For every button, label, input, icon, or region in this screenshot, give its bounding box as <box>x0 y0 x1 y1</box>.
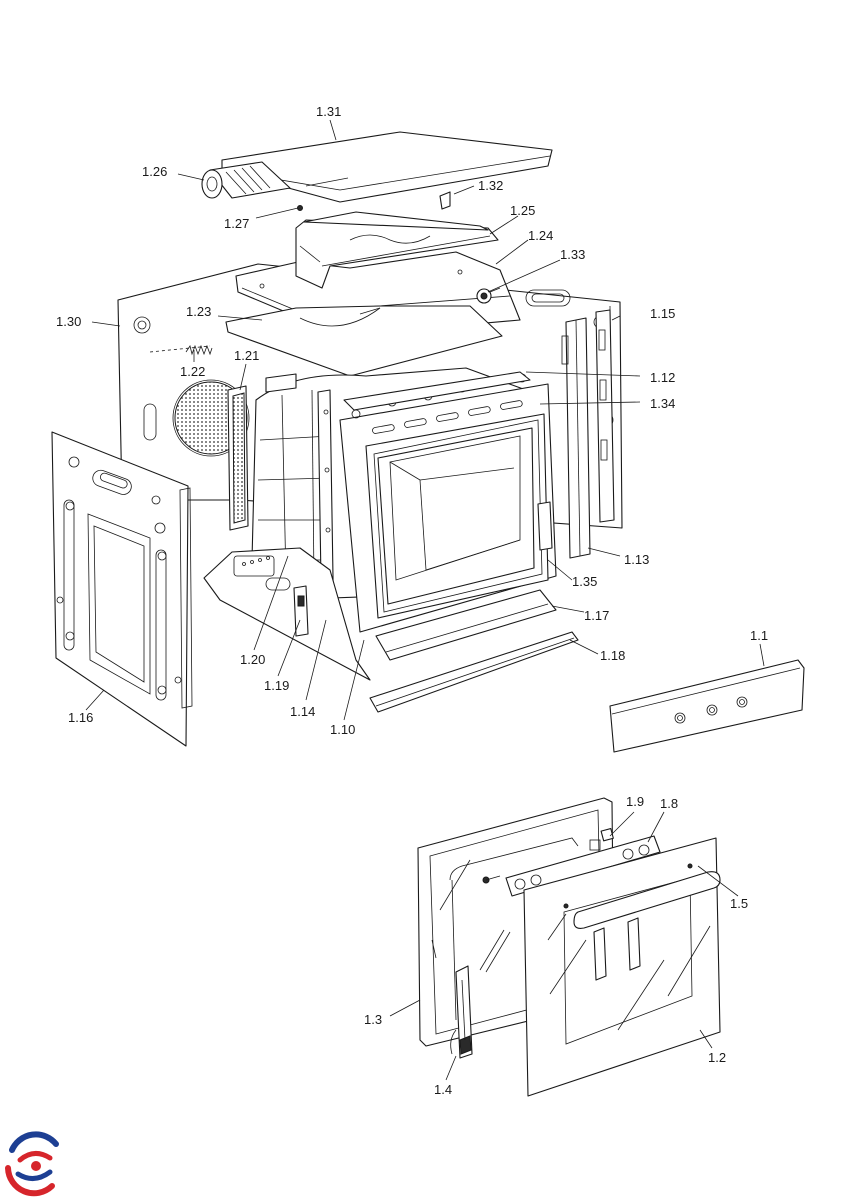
door-switch <box>293 585 309 637</box>
label-1-13: 1.13 <box>624 552 649 567</box>
bracket-clip <box>439 191 451 210</box>
top-bracket <box>343 371 531 411</box>
label-1-23: 1.23 <box>186 304 211 319</box>
side-insulation <box>227 373 297 531</box>
label-1-12: 1.12 <box>650 370 675 385</box>
bottom-trim <box>375 589 557 661</box>
label-1-26: 1.26 <box>142 164 167 179</box>
label-1-34: 1.34 <box>650 396 675 411</box>
label-1-33: 1.33 <box>560 247 585 262</box>
top-cover <box>221 131 553 203</box>
label-1-32: 1.32 <box>478 178 503 193</box>
label-1-31: 1.31 <box>316 104 341 119</box>
label-1-14: 1.14 <box>290 704 315 719</box>
oven-base <box>203 547 371 681</box>
label-1-19: 1.19 <box>264 678 289 693</box>
leader-lines <box>85 119 765 1081</box>
control-panel <box>609 659 805 753</box>
label-1-15: 1.15 <box>650 306 675 321</box>
label-1-9: 1.9 <box>626 794 644 809</box>
lamp-cover <box>537 501 553 551</box>
right-runner <box>561 317 591 559</box>
label-1-24: 1.24 <box>528 228 553 243</box>
air-duct <box>295 211 499 289</box>
label-1-10: 1.10 <box>330 722 355 737</box>
label-1-1: 1.1 <box>750 628 768 643</box>
fan-screw <box>297 205 303 211</box>
right-side-rail <box>595 309 615 523</box>
door-hinge <box>450 965 473 1059</box>
label-1-30: 1.30 <box>56 314 81 329</box>
label-1-8: 1.8 <box>660 796 678 811</box>
left-side-panel <box>51 431 193 747</box>
label-1-17: 1.17 <box>584 608 609 623</box>
cooling-fan <box>201 161 291 199</box>
inner-top-panel <box>225 305 503 377</box>
thermostat-bulb <box>476 287 501 304</box>
part-labels: 1.31 1.26 1.32 1.27 1.25 1.24 1.33 1.30 … <box>56 104 768 1097</box>
outer-door-glass <box>523 837 721 1097</box>
label-1-21: 1.21 <box>234 348 259 363</box>
label-1-2: 1.2 <box>708 1050 726 1065</box>
label-1-3: 1.3 <box>364 1012 382 1027</box>
label-1-22: 1.22 <box>180 364 205 379</box>
brand-logo-icon <box>4 1131 64 1197</box>
label-1-4: 1.4 <box>434 1082 452 1097</box>
label-1-27: 1.27 <box>224 216 249 231</box>
door-bracket <box>505 835 661 897</box>
spring <box>185 344 213 356</box>
label-1-18: 1.18 <box>600 648 625 663</box>
bottom-rail <box>369 631 579 713</box>
label-1-25: 1.25 <box>510 203 535 218</box>
label-1-35: 1.35 <box>572 574 597 589</box>
label-1-20: 1.20 <box>240 652 265 667</box>
label-1-16: 1.16 <box>68 710 93 725</box>
label-1-5: 1.5 <box>730 896 748 911</box>
